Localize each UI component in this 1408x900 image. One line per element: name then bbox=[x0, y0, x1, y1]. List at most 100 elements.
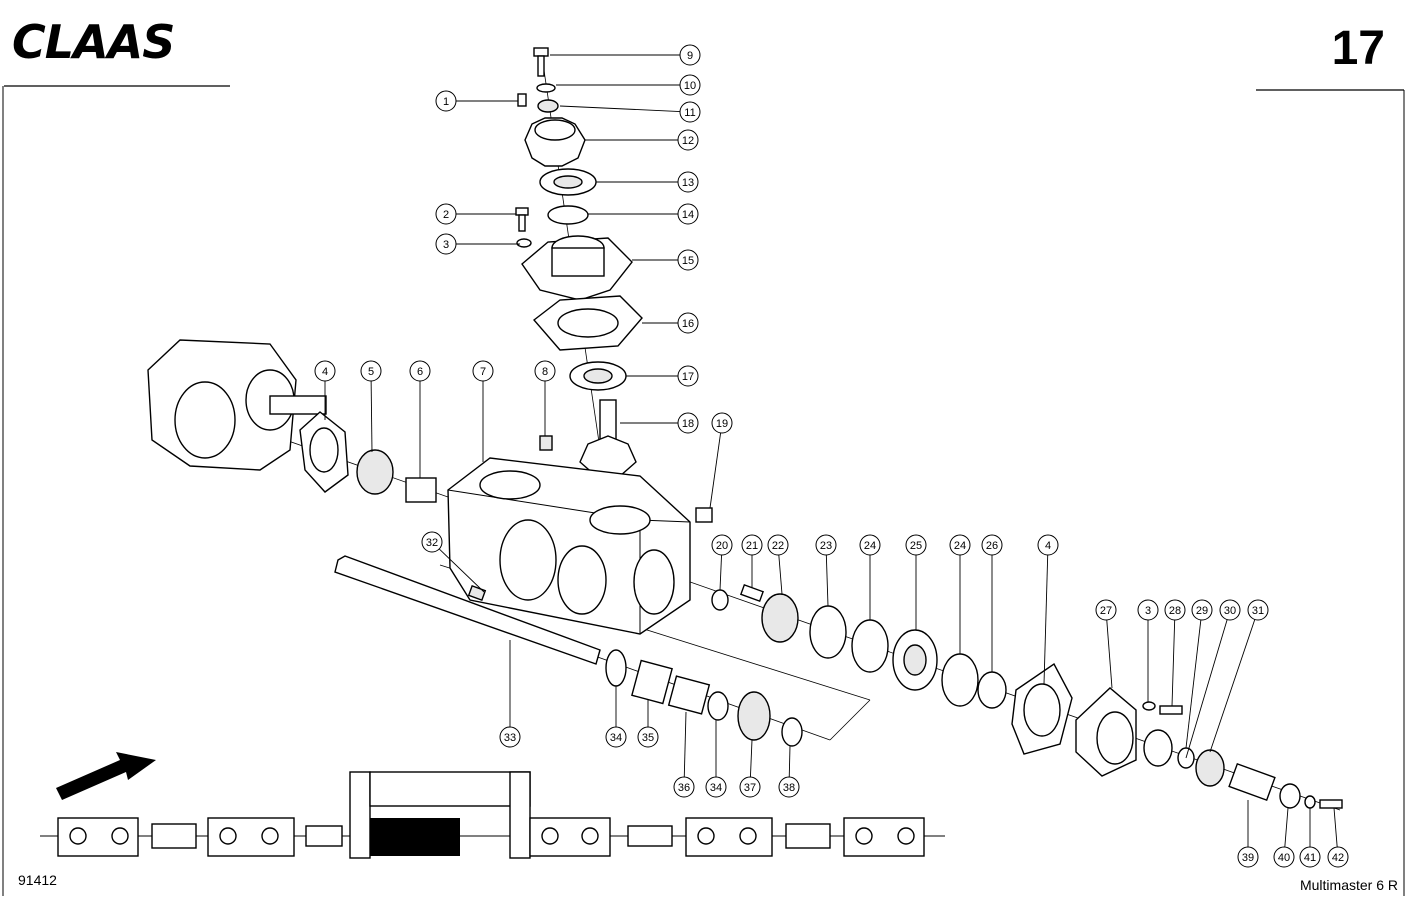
callout-label: 25 bbox=[910, 540, 922, 552]
callout-34: 34 bbox=[605, 686, 627, 748]
callout-label: 29 bbox=[1196, 605, 1208, 617]
left-down-arrow-icon bbox=[56, 752, 156, 800]
callout-circle bbox=[1219, 599, 1241, 621]
callout-circle bbox=[534, 360, 556, 382]
callout-circle bbox=[677, 412, 699, 434]
callout-leader bbox=[1333, 807, 1338, 848]
callout-12: 12 bbox=[585, 129, 699, 151]
callout-circle bbox=[673, 776, 695, 798]
callout-circle bbox=[767, 534, 789, 556]
callout-label: 32 bbox=[426, 537, 438, 549]
main-shaft-part bbox=[334, 555, 601, 665]
callout-17: 17 bbox=[626, 365, 699, 387]
callout-8: 8 bbox=[534, 360, 556, 436]
callout-circle bbox=[778, 776, 800, 798]
callout-circle bbox=[435, 90, 457, 112]
callout-14: 14 bbox=[588, 203, 699, 225]
plug-part bbox=[539, 435, 553, 451]
callout-25: 25 bbox=[905, 534, 927, 630]
callout-28: 28 bbox=[1164, 599, 1186, 707]
callout-circle bbox=[314, 360, 336, 382]
callout-circle bbox=[499, 726, 521, 748]
page-number: 17 bbox=[1332, 22, 1385, 75]
callout-label: 12 bbox=[682, 135, 694, 147]
callout-label: 3 bbox=[1145, 605, 1151, 617]
callout-leader bbox=[788, 745, 791, 778]
callout-label: 16 bbox=[682, 318, 694, 330]
nut-part bbox=[1279, 783, 1301, 809]
callout-label: 1 bbox=[443, 96, 449, 108]
callout-22: 22 bbox=[767, 534, 789, 595]
callout-leader bbox=[749, 739, 753, 778]
pinion-gear-part bbox=[356, 449, 394, 495]
bushing-part bbox=[667, 675, 711, 715]
callout-29: 29 bbox=[1185, 599, 1213, 749]
callout-15: 15 bbox=[632, 249, 699, 271]
callout-circle bbox=[677, 203, 699, 225]
callout-circle bbox=[741, 534, 763, 556]
figure-code: 91412 bbox=[18, 872, 57, 888]
callout-circle bbox=[1237, 846, 1259, 868]
bearing-cover-part bbox=[1075, 687, 1137, 777]
callout-circle bbox=[677, 171, 699, 193]
gasket-part bbox=[299, 411, 349, 493]
callout-circle bbox=[1273, 846, 1295, 868]
callout-circle bbox=[679, 74, 701, 96]
callout-label: 39 bbox=[1242, 852, 1254, 864]
callout-33: 33 bbox=[499, 640, 521, 748]
callout-label: 41 bbox=[1304, 852, 1316, 864]
callout-label: 28 bbox=[1169, 605, 1181, 617]
callout-37: 37 bbox=[739, 739, 761, 798]
callout-leader bbox=[1209, 619, 1256, 753]
callout-1: 1 bbox=[435, 90, 518, 112]
callout-40: 40 bbox=[1273, 807, 1295, 868]
callout-leader bbox=[370, 380, 373, 453]
callout-circle bbox=[677, 249, 699, 271]
callout-label: 27 bbox=[1100, 605, 1112, 617]
callout-circle bbox=[435, 203, 457, 225]
callout-20: 20 bbox=[711, 534, 733, 591]
snap-ring-part bbox=[851, 619, 889, 673]
bolt-part bbox=[1159, 705, 1183, 715]
callout-leader bbox=[438, 548, 485, 593]
callout-4: 4 bbox=[314, 360, 336, 420]
brand-logo: CLAAS bbox=[12, 15, 174, 69]
callout-21: 21 bbox=[741, 534, 763, 588]
callout-circle bbox=[981, 534, 1003, 556]
callout-leader bbox=[778, 554, 783, 595]
callout-41: 41 bbox=[1299, 808, 1321, 868]
callout-circle bbox=[677, 312, 699, 334]
callout-circle bbox=[949, 534, 971, 556]
callout-label: 21 bbox=[746, 540, 758, 552]
callout-circle bbox=[421, 531, 443, 553]
callout-label: 31 bbox=[1252, 605, 1264, 617]
callout-circle bbox=[711, 412, 733, 434]
gasket-part bbox=[532, 295, 643, 351]
callout-label: 34 bbox=[710, 782, 722, 794]
bolt-part bbox=[533, 47, 549, 77]
callout-leader bbox=[1185, 619, 1228, 759]
callout-label: 38 bbox=[783, 782, 795, 794]
callout-16: 16 bbox=[642, 312, 699, 334]
snap-ring-part bbox=[711, 589, 729, 611]
callout-label: 7 bbox=[480, 366, 486, 378]
callout-circle bbox=[1327, 846, 1349, 868]
callout-leader bbox=[709, 432, 722, 509]
callout-24: 24 bbox=[859, 534, 881, 620]
callout-circle bbox=[1247, 599, 1269, 621]
washer-part bbox=[1304, 795, 1316, 809]
callout-circle bbox=[679, 44, 701, 66]
callout-23: 23 bbox=[815, 534, 837, 607]
callout-11: 11 bbox=[559, 101, 701, 123]
callout-label: 19 bbox=[716, 418, 728, 430]
callout-circle bbox=[1095, 599, 1117, 621]
callout-circle bbox=[1164, 599, 1186, 621]
callout-4: 4 bbox=[1037, 534, 1059, 685]
callout-leader bbox=[559, 105, 681, 112]
bevel-gear-part bbox=[761, 593, 799, 643]
callout-38: 38 bbox=[778, 745, 800, 798]
needle-bearing-part bbox=[631, 659, 673, 705]
shaft-gear-part bbox=[579, 399, 637, 477]
washer-part bbox=[536, 83, 556, 93]
